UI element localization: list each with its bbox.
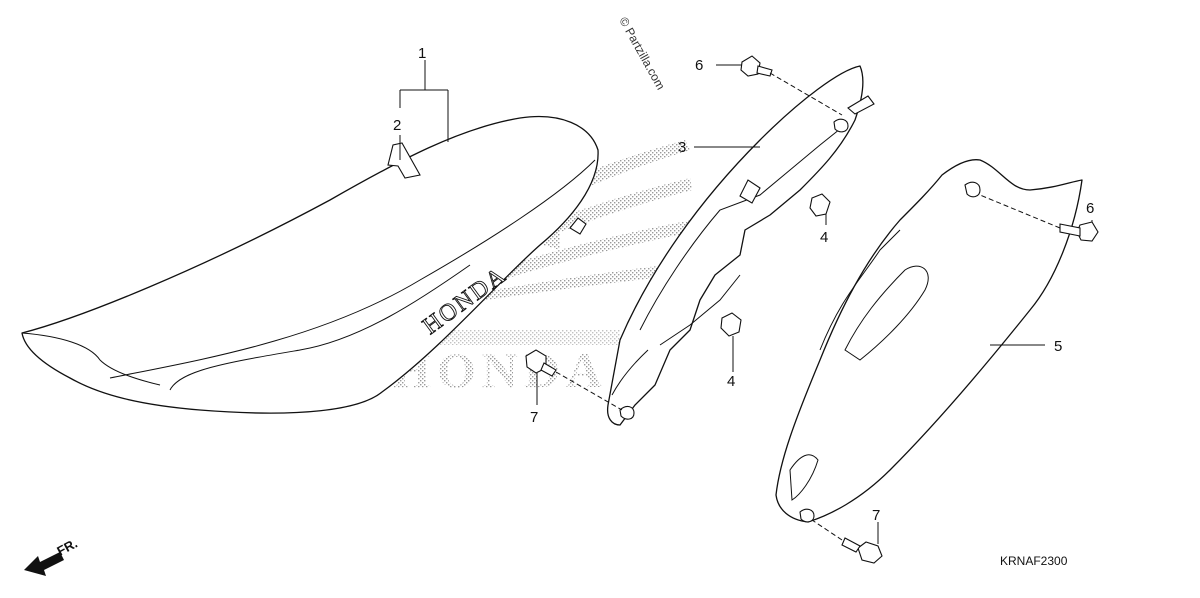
- callout-3: 3: [678, 139, 686, 156]
- callout-1: 1: [418, 45, 426, 62]
- callout-4-lower: 4: [727, 373, 735, 390]
- bolt-7-left: [525, 349, 557, 377]
- nut-4-lower: [720, 312, 742, 337]
- side-cover-part-5: [775, 159, 1083, 523]
- callout-7-bottom: 7: [872, 507, 880, 524]
- shroud-part-3: [606, 65, 875, 426]
- callout-4-upper: 4: [820, 229, 828, 246]
- front-arrow-icon: [24, 552, 64, 576]
- watermark: © Partzilla.com: [616, 15, 667, 93]
- bolt-6-top: [740, 55, 773, 77]
- callout-2: 2: [393, 117, 401, 134]
- bolt-7-bottom: [841, 537, 883, 564]
- bolt-6-right: [1059, 221, 1099, 242]
- callout-6-top: 6: [695, 57, 703, 74]
- leader-lines: [399, 60, 1093, 544]
- nut-4-upper: [809, 193, 831, 217]
- callout-6-right: 6: [1086, 200, 1094, 217]
- seat: [21, 115, 599, 414]
- diagram-code: KRNAF2300: [1000, 554, 1068, 568]
- callout-5: 5: [1054, 338, 1062, 355]
- callout-7-left: 7: [530, 409, 538, 426]
